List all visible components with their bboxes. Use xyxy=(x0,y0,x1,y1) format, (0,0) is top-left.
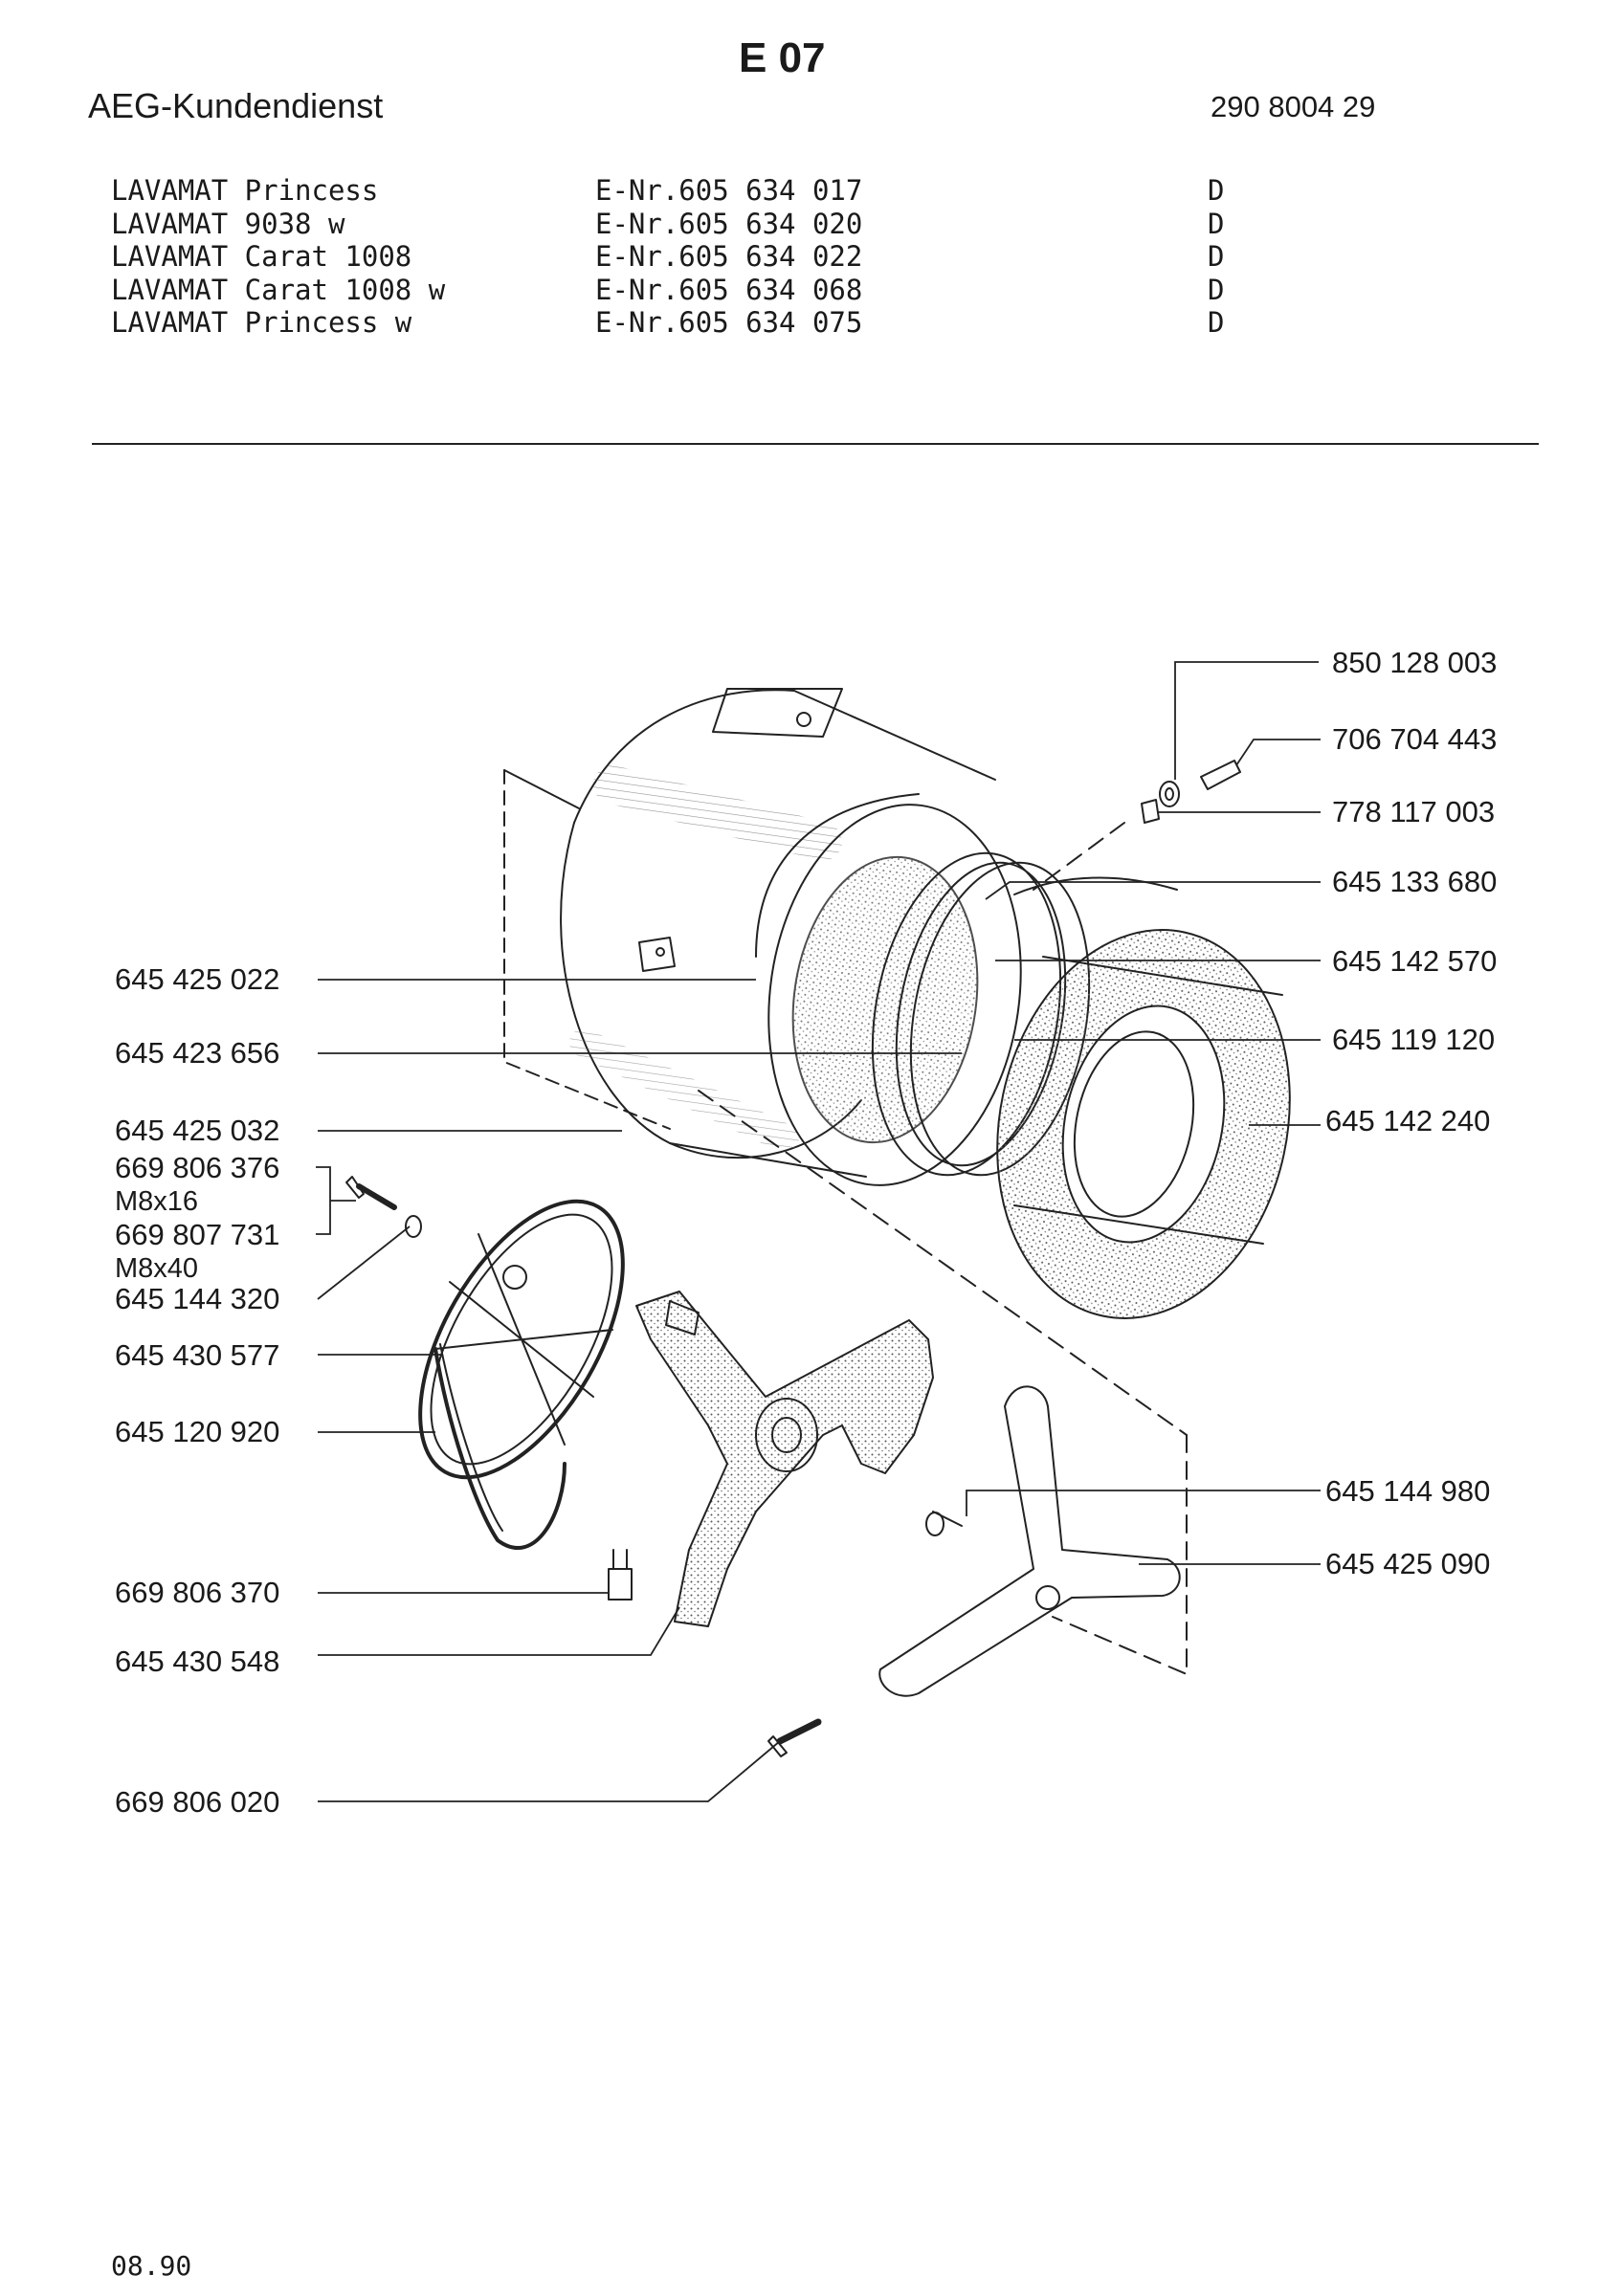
model-enr: E-Nr.605 634 020 xyxy=(595,207,863,240)
model-name: LAVAMAT Carat 1008 xyxy=(111,240,412,273)
part-number-label: 645 142 570 xyxy=(1332,944,1498,978)
footer-date: 08.90 xyxy=(111,2250,192,2282)
part-number-label: 669 806 020 xyxy=(115,1785,280,1819)
part-number-label: 645 425 032 xyxy=(115,1114,280,1147)
rear-cross-part xyxy=(767,1385,1181,1757)
model-enr: E-Nr.605 634 075 xyxy=(595,306,863,339)
part-number-label: 645 430 548 xyxy=(115,1645,280,1678)
leader-lines xyxy=(316,661,1321,1802)
drum-front-ring-part xyxy=(755,793,1022,1186)
model-country: D xyxy=(1208,207,1225,240)
part-number-label: 645 430 577 xyxy=(115,1338,280,1372)
part-number-label: 669 807 731 xyxy=(115,1218,280,1251)
model-enr: E-Nr.605 634 017 xyxy=(595,174,863,207)
model-name: LAVAMAT Princess w xyxy=(111,306,412,339)
sheet-code: E 07 xyxy=(739,34,826,81)
bearing-cross-part xyxy=(635,1291,934,1627)
part-number-label: 645 133 680 xyxy=(1332,865,1498,898)
part-number-label: 645 425 090 xyxy=(1325,1547,1491,1580)
part-number-label: 669 806 376 xyxy=(115,1151,280,1184)
door-gasket-part xyxy=(996,929,1291,1319)
model-name: LAVAMAT 9038 w xyxy=(111,207,345,240)
bolt-part xyxy=(345,1176,633,1601)
model-country: D xyxy=(1208,174,1225,207)
model-enr: E-Nr.605 634 022 xyxy=(595,240,863,273)
part-number-label: 645 142 240 xyxy=(1325,1104,1491,1137)
part-number-label: 778 117 003 xyxy=(1332,795,1496,828)
pulley-part xyxy=(418,1199,625,1480)
drive-belt-part xyxy=(433,1343,567,1550)
assembly-outline xyxy=(503,769,671,1130)
assembly-guideline xyxy=(698,822,1188,1675)
part-number-label: 850 128 003 xyxy=(1332,646,1498,679)
part-number-label: 706 704 443 xyxy=(1332,722,1498,756)
part-number-label: 645 144 980 xyxy=(1325,1474,1491,1508)
model-name: LAVAMAT Carat 1008 w xyxy=(111,273,446,306)
model-country: D xyxy=(1208,240,1225,273)
part-number-label: 645 119 120 xyxy=(1332,1023,1496,1056)
model-country: D xyxy=(1208,306,1225,339)
part-number-label: 645 120 920 xyxy=(115,1415,280,1448)
part-number-label: 669 806 370 xyxy=(115,1576,280,1609)
screw-part xyxy=(1141,760,1241,824)
model-enr: E-Nr.605 634 068 xyxy=(595,273,863,306)
brand-title: AEG-Kundendienst xyxy=(88,86,384,125)
model-country: D xyxy=(1208,273,1225,306)
bolt-size-label: M8x16 xyxy=(115,1186,199,1217)
bolt-size-label: M8x40 xyxy=(115,1253,199,1284)
document-number: 290 8004 29 xyxy=(1211,90,1376,123)
part-number-label: 645 144 320 xyxy=(115,1282,280,1315)
part-number-label: 645 425 022 xyxy=(115,962,280,996)
part-number-label: 645 423 656 xyxy=(115,1036,280,1070)
model-name: LAVAMAT Princess xyxy=(111,174,379,207)
header-divider xyxy=(92,443,1539,445)
